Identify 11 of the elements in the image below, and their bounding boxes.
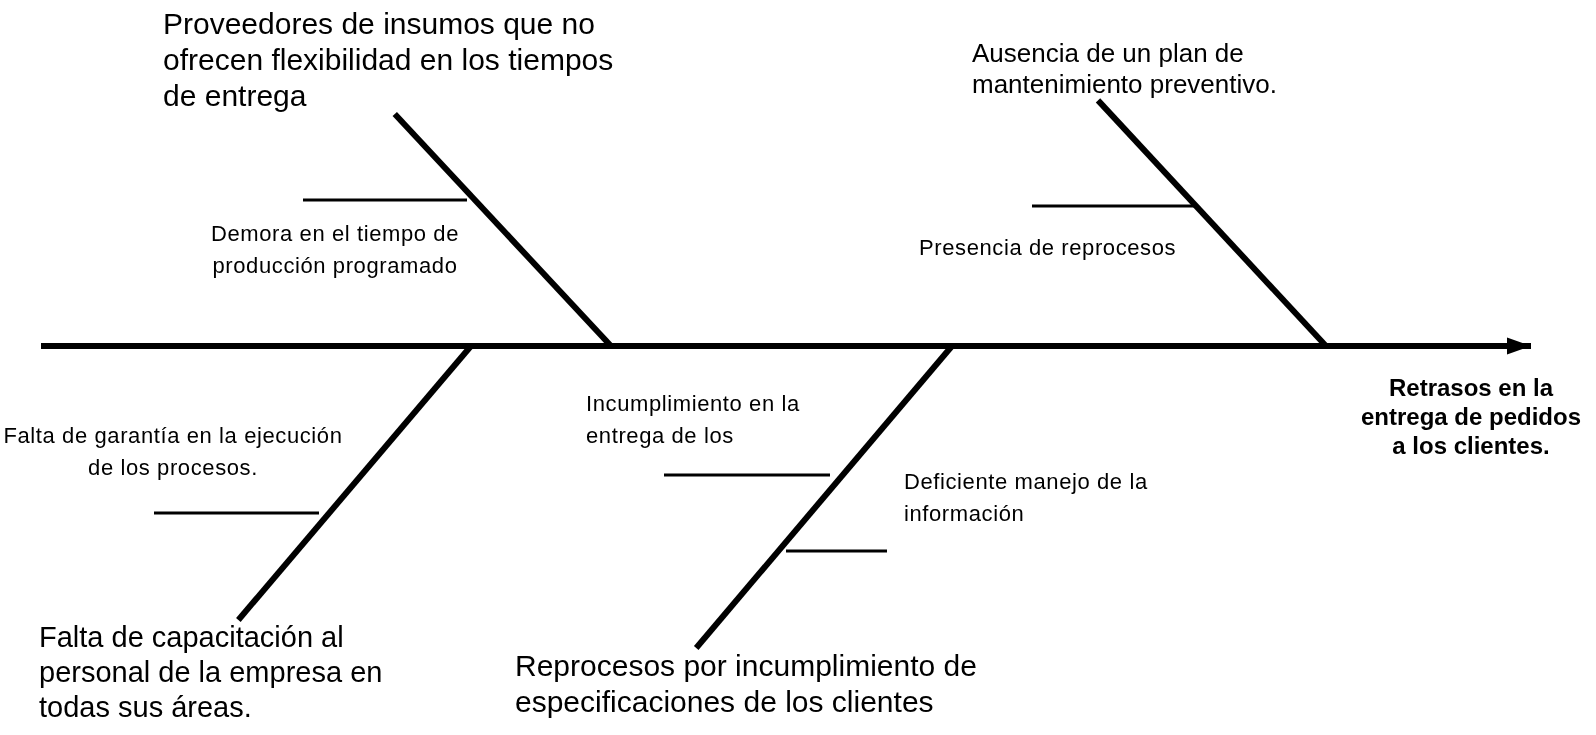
cause-label: Falta de garantía en la ejecución de los procesos. xyxy=(2,422,344,482)
cause-label: Proveedores de insumos que no ofrecen flexibilidad en los tiempos de entrega xyxy=(163,6,615,114)
cause-label: Demora en el tiempo de producción programado xyxy=(210,220,460,280)
effect-label: Retrasos en la entrega de pedidos a los clientes. xyxy=(1359,374,1582,461)
cause-label: Ausencia de un plan de mantenimiento preventivo. xyxy=(972,38,1278,101)
cause-label: Incumplimiento en la entrega de los xyxy=(586,390,801,450)
cause-label: Deficiente manejo de la información xyxy=(904,468,1149,528)
cause-label: Presencia de reprocesos xyxy=(919,234,1178,262)
spine-arrow xyxy=(41,337,1531,355)
cause-label: Reprocesos por incumplimiento de especificaciones de los clientes xyxy=(515,648,978,720)
cause-label: Falta de capacitación al personal de la empresa en todas sus áreas. xyxy=(39,620,384,725)
